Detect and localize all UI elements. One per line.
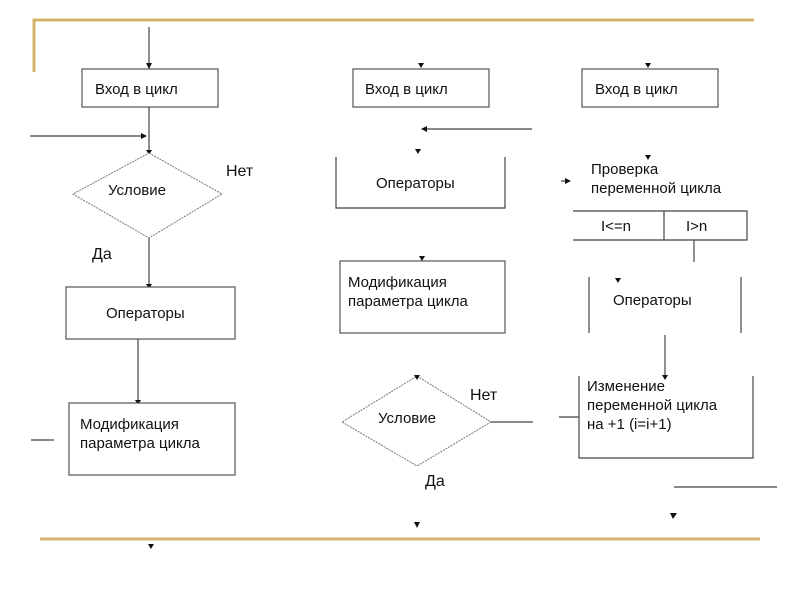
condition-diamond xyxy=(341,375,492,467)
operators-box xyxy=(65,286,236,340)
check-text-line1: Проверка xyxy=(591,161,659,178)
arrow-icon xyxy=(148,544,154,549)
branch-table xyxy=(573,210,748,241)
flowchart-middle: Вход в цикл Операторы Модификация параме… xyxy=(335,63,533,528)
arrow-icon xyxy=(565,178,571,184)
branch-false-label: I>n xyxy=(686,218,707,235)
operators-box xyxy=(335,157,506,209)
no-label: Нет xyxy=(470,387,498,404)
arrow-icon xyxy=(418,63,424,68)
entry-text: Вход в цикл xyxy=(95,81,178,98)
modification-text-line2: параметра цикла xyxy=(348,293,468,310)
arrow-icon xyxy=(645,155,651,160)
entry-box xyxy=(581,68,719,108)
operators-text: Операторы xyxy=(376,175,455,192)
modification-box xyxy=(68,402,236,476)
modification-text-line2: параметра цикла xyxy=(80,435,200,452)
modification-text-line1: Модификация xyxy=(348,274,447,291)
arrow-icon xyxy=(662,375,668,380)
check-text-line2: переменной цикла xyxy=(591,180,722,197)
increment-text-line1: Изменение xyxy=(587,378,665,395)
arrow-icon xyxy=(415,149,421,154)
increment-text-line2: переменной цикла xyxy=(587,397,718,414)
operators-text: Операторы xyxy=(613,292,692,309)
yes-label: Да xyxy=(425,473,445,490)
arrow-icon xyxy=(414,522,420,528)
top-accent-line xyxy=(32,18,754,72)
flowchart-right: Вход в цикл Проверка переменной цикла I<… xyxy=(559,63,777,519)
flowchart-left: Вход в цикл Условие Нет Да Операторы Мод… xyxy=(30,27,254,549)
entry-text: Вход в цикл xyxy=(365,81,448,98)
arrow-icon xyxy=(615,278,621,283)
modification-box xyxy=(339,260,506,334)
arrow-icon xyxy=(670,513,677,519)
arrow-icon xyxy=(421,126,427,132)
condition-text: Условие xyxy=(108,182,166,199)
operators-text: Операторы xyxy=(106,305,185,322)
entry-box xyxy=(81,68,219,108)
modification-text-line1: Модификация xyxy=(80,416,179,433)
arrow-icon xyxy=(419,256,425,261)
arrow-icon xyxy=(141,133,147,139)
yes-label: Да xyxy=(92,246,112,263)
increment-text-line3: на +1 (i=i+1) xyxy=(587,416,672,433)
condition-text: Условие xyxy=(378,410,436,427)
arrow-icon xyxy=(645,63,651,68)
arrow-icon xyxy=(414,375,420,380)
branch-true-label: I<=n xyxy=(601,218,631,235)
no-label: Нет xyxy=(226,163,254,180)
entry-text: Вход в цикл xyxy=(595,81,678,98)
entry-box xyxy=(352,68,490,108)
arrow-icon xyxy=(146,63,152,69)
